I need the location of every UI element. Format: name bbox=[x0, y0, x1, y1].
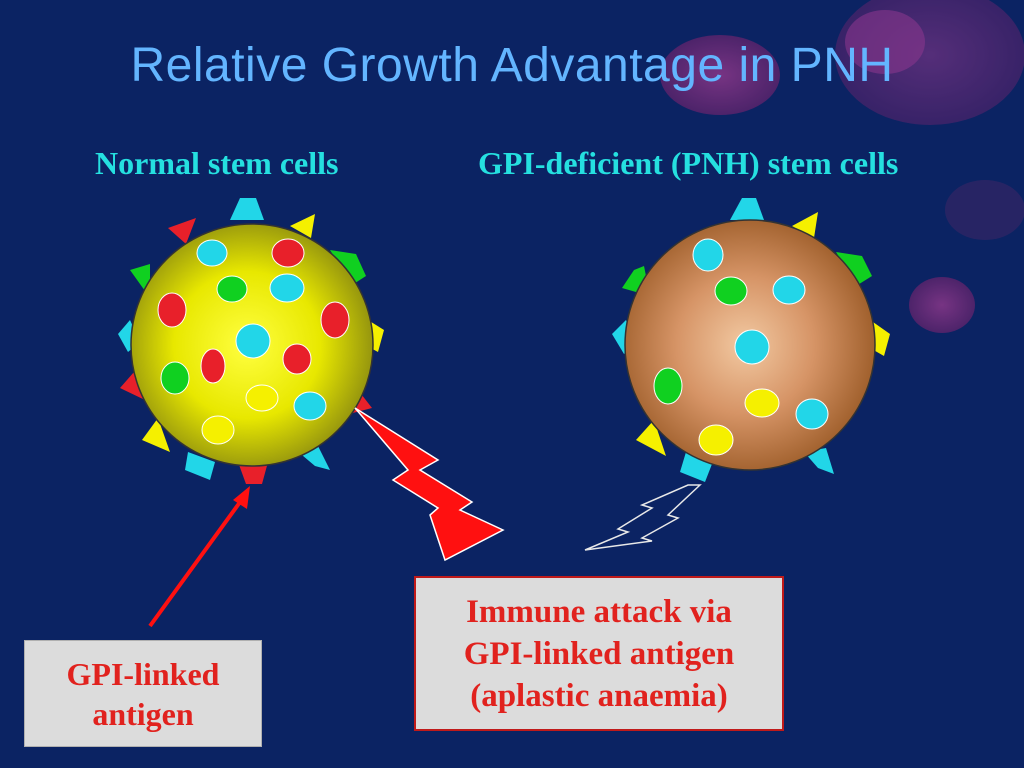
heading-pnh-stem-cells: GPI-deficient (PNH) stem cells bbox=[478, 145, 899, 181]
antigen-spike bbox=[636, 420, 666, 456]
gpi-linked-antigen-label: GPI-linked antigen bbox=[24, 640, 262, 747]
label-line: (aplastic anaemia) bbox=[470, 677, 728, 714]
normal-stem-cell bbox=[118, 198, 384, 484]
surface-antigen-dots bbox=[157, 238, 350, 445]
heading-normal-stem-cells: Normal stem cells bbox=[95, 145, 339, 181]
immune-attack-label: Immune attack via GPI-linked antigen (ap… bbox=[414, 576, 784, 731]
antigen-spike bbox=[238, 462, 268, 484]
surface-antigen-dots bbox=[653, 238, 829, 456]
antigen-spike bbox=[168, 218, 196, 244]
antigen-pointer-arrow bbox=[148, 486, 250, 628]
bg-blob bbox=[835, 0, 1024, 125]
label-line: antigen bbox=[92, 695, 194, 732]
ineffective-attack-bolt bbox=[584, 484, 702, 551]
antigen-spike bbox=[792, 212, 818, 238]
bg-blob bbox=[945, 180, 1024, 240]
label-line: GPI-linked bbox=[66, 655, 220, 692]
antigen-spike bbox=[120, 372, 145, 400]
background-blood-cells bbox=[660, 0, 1024, 333]
antigen-spike bbox=[836, 252, 872, 286]
bg-blob bbox=[660, 35, 780, 115]
slide-title: Relative Growth Advantage in PNH bbox=[130, 39, 894, 92]
antigen-spike bbox=[185, 452, 215, 480]
bg-blob bbox=[845, 10, 925, 74]
antigen-spike bbox=[330, 250, 366, 285]
antigen-spike bbox=[730, 198, 764, 220]
antigen-spike bbox=[290, 214, 315, 238]
label-line: GPI-linked antigen bbox=[463, 635, 735, 672]
antigen-spike bbox=[230, 198, 264, 220]
bg-blob bbox=[909, 277, 975, 333]
antigen-spike bbox=[142, 418, 170, 452]
pnh-stem-cell bbox=[612, 198, 890, 482]
label-line: Immune attack via bbox=[466, 593, 732, 630]
antigen-spike bbox=[680, 452, 712, 482]
immune-attack-bolt bbox=[354, 407, 505, 562]
